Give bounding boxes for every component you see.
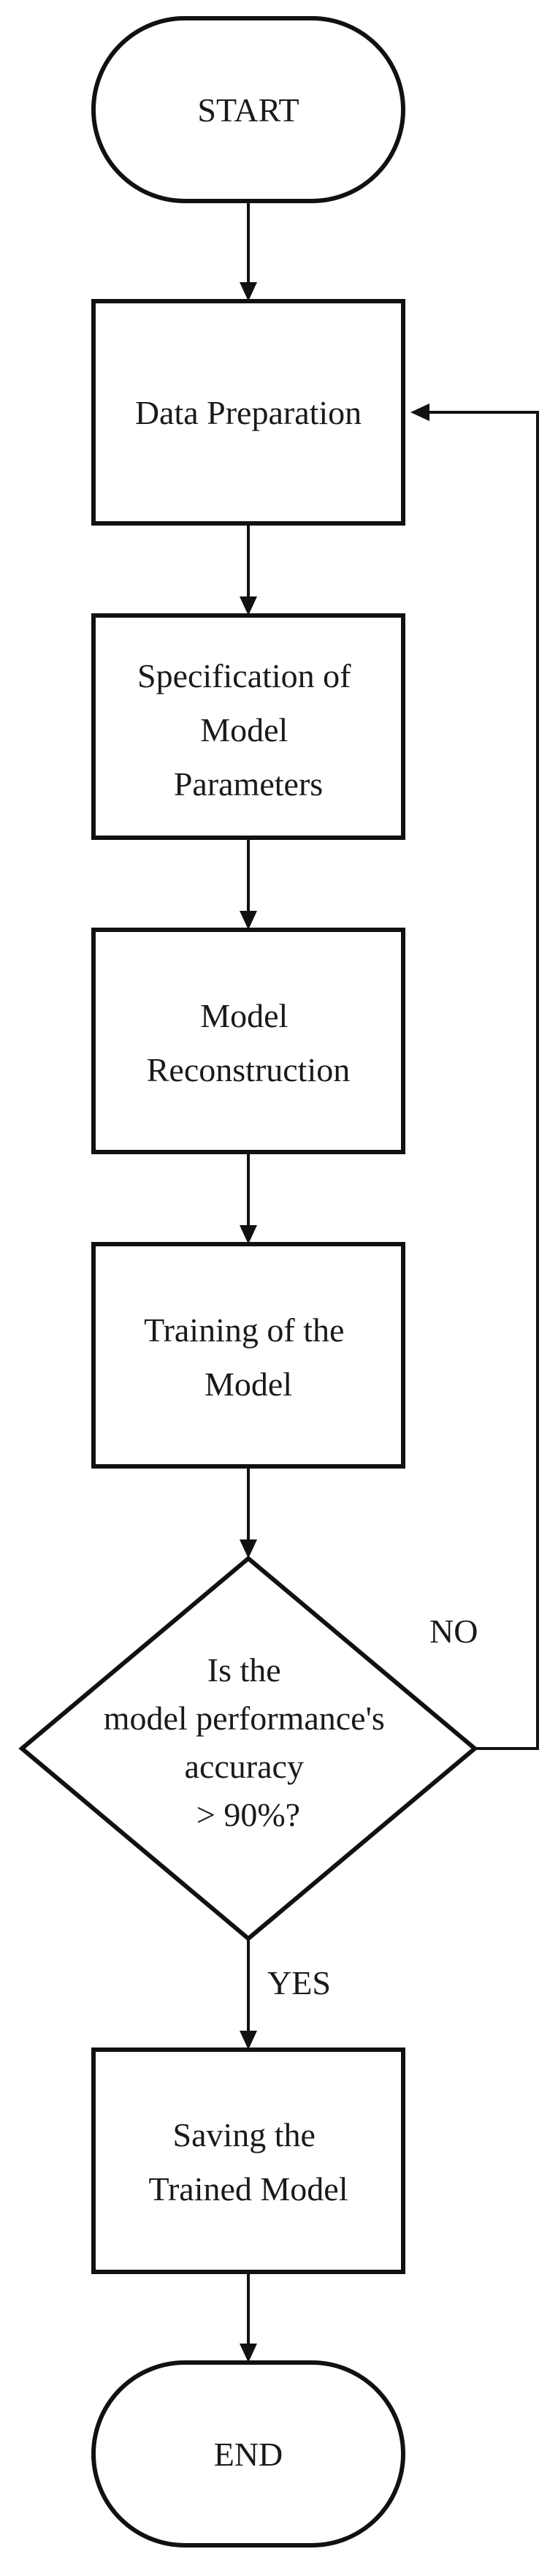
reconstruction-label: Model Reconstruction	[147, 997, 351, 1088]
decision-label-line-1: Is the	[207, 1651, 281, 1689]
arrowhead-end	[240, 2344, 257, 2363]
decision-label-line-2: model performance's	[104, 1700, 385, 1737]
decision-label: Is the model performance's accuracy > 90…	[104, 1651, 394, 1833]
edges	[240, 201, 539, 2363]
start-node: START	[91, 16, 405, 203]
end-node: END	[91, 2360, 405, 2547]
start-label: START	[197, 91, 299, 129]
data-preparation-box	[91, 299, 405, 526]
yes-branch-label: YES	[267, 1964, 331, 2001]
reconstruction-node: Model Reconstruction	[91, 928, 405, 1154]
end-terminal-shape	[91, 2360, 405, 2547]
arrowhead-decision	[240, 1539, 257, 1558]
arrowhead-training	[240, 1225, 257, 1244]
arrowhead-data-preparation	[240, 282, 257, 301]
training-label: Training of the Model	[144, 1311, 353, 1403]
saving-node: Saving the Trained Model	[91, 2047, 405, 2274]
end-label: END	[214, 2436, 283, 2473]
no-branch-label: NO	[429, 1613, 478, 1650]
training-label-line-1: Training of the	[144, 1311, 344, 1349]
decision-node: Is the model performance's accuracy > 90…	[18, 1556, 478, 1942]
specification-label-line-1: Specification of	[137, 657, 351, 694]
edge-decision-no-loop	[429, 411, 539, 1750]
specification-node: Specification of Model Parameters	[91, 613, 405, 840]
saving-label-line-1: Saving the	[173, 2116, 316, 2153]
reconstruction-label-line-2: Reconstruction	[147, 1051, 351, 1088]
start-label-line: START	[197, 91, 299, 129]
training-label-line-2: Model	[205, 1365, 292, 1403]
data-preparation-label: Data Preparation	[135, 394, 362, 431]
start-terminal-shape	[91, 16, 405, 203]
decision-diamond	[18, 1556, 478, 1942]
reconstruction-box	[91, 928, 405, 1154]
arrowhead-saving	[240, 2031, 257, 2050]
decision-label-line-4: > 90%?	[196, 1796, 300, 1833]
arrowhead-reconstruction	[240, 911, 257, 930]
training-box	[91, 1242, 405, 1469]
reconstruction-label-line-1: Model	[200, 997, 288, 1034]
saving-box	[91, 2047, 405, 2274]
data-preparation-label-line: Data Preparation	[135, 394, 362, 431]
saving-label: Saving the Trained Model	[148, 2116, 348, 2208]
arrowhead-loop-data-preparation	[410, 404, 429, 421]
specification-label-line-2: Model	[200, 711, 288, 749]
specification-box	[91, 613, 405, 840]
data-preparation-node: Data Preparation	[91, 299, 405, 526]
specification-label: Specification of Model Parameters	[137, 657, 359, 803]
specification-label-line-3: Parameters	[174, 765, 323, 803]
arrowhead-specification	[240, 596, 257, 615]
decision-label-line-3: accuracy	[185, 1748, 304, 1785]
saving-label-line-2: Trained Model	[148, 2170, 348, 2208]
end-label-line: END	[214, 2436, 283, 2473]
training-node: Training of the Model	[91, 1242, 405, 1469]
